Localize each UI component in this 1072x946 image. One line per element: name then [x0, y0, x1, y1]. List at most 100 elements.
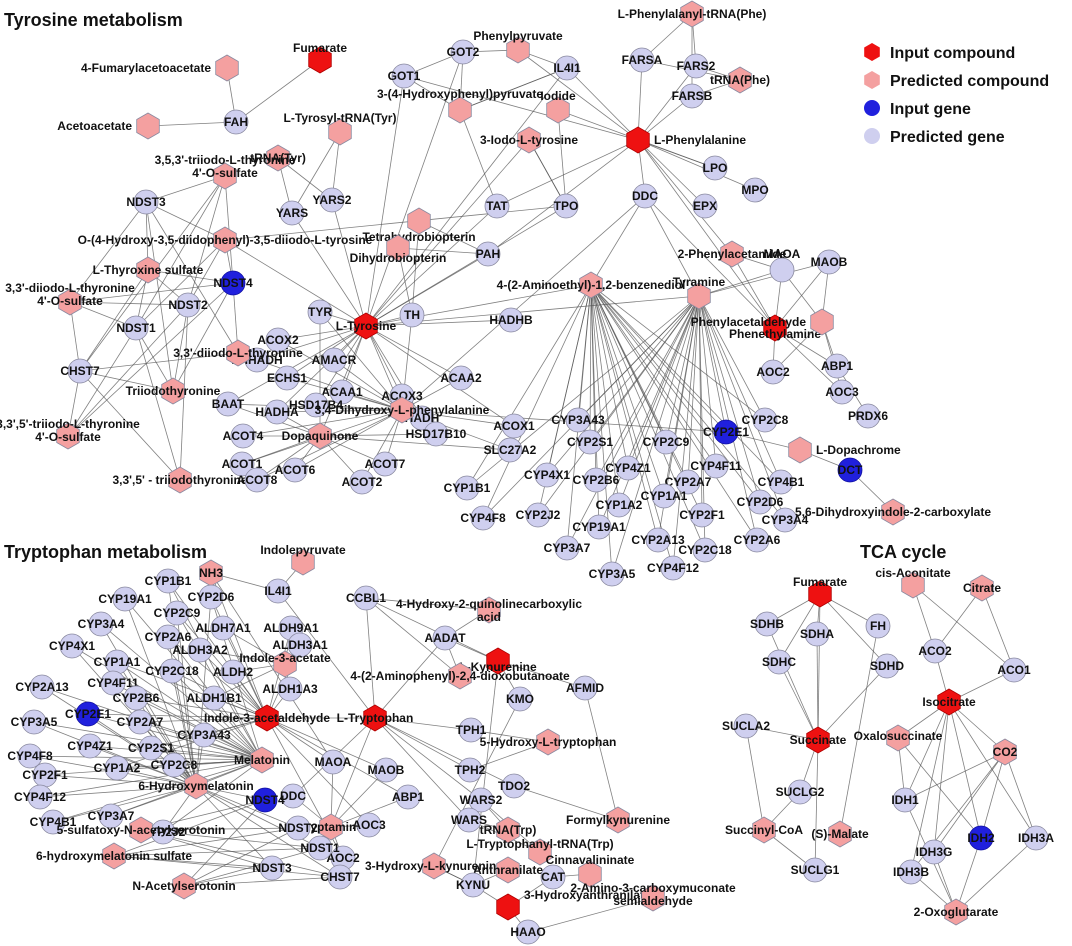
node-t-got2: GOT2 — [447, 39, 480, 65]
gene-node-shape — [98, 803, 124, 829]
node-label: SDHB — [750, 617, 784, 631]
gene-node-shape — [744, 527, 770, 553]
gene-node-shape — [599, 561, 625, 587]
edge-c_succinate-c_sdhb — [766, 623, 819, 741]
node-w-ndst3: NDST3 — [252, 855, 292, 881]
compound-node-shape — [407, 207, 431, 235]
gene-node-shape — [554, 535, 580, 561]
node-label: 3-(4-Hydroxyphenyl)pyruvate — [377, 87, 543, 101]
node-w-3hk: 3-Hydroxy-L-kynurenine — [365, 852, 503, 880]
edge-t_ndst4-t_lthyrsulf — [147, 269, 234, 284]
node-label: 4-Fumarylacetoacetate — [81, 61, 211, 75]
edge-w_ltrp-w_tph1 — [374, 717, 472, 731]
node-t-tat: TAT — [484, 193, 510, 219]
edge-t_tyramine-t_cyp2j2 — [537, 295, 700, 516]
edge-t_got2-t_ltyrosine — [365, 51, 464, 327]
node-label: CYP2C9 — [643, 435, 690, 449]
node-w-aldh1a3: ALDH1A3 — [262, 676, 318, 702]
gene-node-shape — [287, 632, 313, 658]
gene-node-shape — [703, 453, 729, 479]
edge-w_ltrp-w_tdo2 — [374, 717, 515, 787]
node-label: ACOT2 — [342, 475, 383, 489]
gene-node-shape — [399, 302, 425, 328]
edge-t_aebd-t_cyp4f8 — [482, 284, 592, 519]
edge-t_tyramine-t_cyp4f11 — [698, 295, 717, 467]
edge-w_cyp2s1-w_melatonin — [150, 747, 263, 761]
edge-t_pah-t_ltyrosine — [365, 253, 489, 327]
node-label: CYP1B1 — [444, 481, 491, 495]
node-label: Indole-3-acetaldehyde — [204, 711, 330, 725]
edge-w_cyp3a4-w_melatonin — [100, 623, 263, 761]
node-label: CYP3A5 — [589, 567, 636, 581]
node-w-cyp1a2: CYP1A2 — [94, 755, 141, 781]
node-c-succinate: Succinate — [790, 726, 847, 754]
compound-node-shape — [808, 580, 832, 608]
edge-w_haao-w_acms — [527, 897, 654, 933]
node-label: YARS2 — [313, 193, 352, 207]
node-label: Indolepyruvate — [260, 543, 346, 557]
node-label: YARS — [276, 206, 308, 220]
edge-c_oxalosuccinate-c_idh2 — [897, 737, 982, 839]
node-t-phenethylamine: Phenethylamine — [729, 314, 821, 342]
compound-node-shape — [129, 816, 153, 844]
edge-w_abp1-w_tryptamine — [330, 796, 409, 828]
edge-w_ltrp-w_tryptamine — [330, 717, 376, 828]
node-label: 3,3'-diiodo-L-thyronine — [173, 346, 303, 360]
gene-node-shape — [220, 659, 246, 685]
edge-t_phenethylamine-t_aoc3 — [774, 327, 843, 393]
node-label: CYP3A5 — [11, 715, 58, 729]
node-c-citrate: Citrate — [963, 574, 1001, 602]
node-label: L-Tryptophan — [337, 711, 414, 725]
node-w-tph2: TPH2 — [455, 757, 486, 783]
edge-w_cyp2c18-w_6hm — [171, 670, 197, 787]
edge-t_aebd-t_cyp2e1 — [590, 284, 727, 433]
gene-node-shape — [583, 467, 609, 493]
gene-node-shape — [865, 613, 891, 639]
edge-t_thb-t_th — [411, 220, 420, 316]
edge-w_ndst3-w_nas — [183, 867, 273, 887]
node-label: Tyramine — [673, 275, 726, 289]
gene-node-shape — [968, 825, 994, 851]
legend-item-predicted-compound: Predicted compound — [864, 71, 1049, 90]
gene-node-shape — [829, 379, 855, 405]
gene-node-shape — [534, 462, 560, 488]
compound-node-shape — [56, 422, 80, 450]
edge-t_hpp-t_il4i1 — [459, 67, 568, 111]
node-label: CYP2C9 — [154, 606, 201, 620]
edge-w_cyp2c9-w_melatonin — [176, 612, 263, 761]
node-label: ACOT1 — [222, 457, 263, 471]
node-label: CYP2A13 — [15, 680, 69, 694]
gene-node-shape — [17, 743, 43, 769]
node-t-cyp2c9: CYP2C9 — [643, 429, 690, 455]
node-w-6hms: 6-hydroxymelatonin sulfate — [36, 842, 192, 870]
node-label: TDO2 — [498, 779, 530, 793]
node-label: Iodide — [540, 89, 576, 103]
compound-node-shape — [720, 240, 744, 268]
node-label: ALDH2 — [213, 665, 253, 679]
compound-node-shape — [213, 226, 237, 254]
node-label: Tetrahydrobiopterin — [362, 230, 475, 244]
gene-node-shape — [210, 615, 236, 641]
gene-node-shape — [104, 755, 130, 781]
node-label: ACOX1 — [493, 419, 535, 433]
node-label: AADAT — [424, 631, 466, 645]
compound-node-shape — [308, 422, 332, 450]
node-label: CYP4F8 — [460, 511, 506, 525]
node-label: NDST4 — [245, 793, 285, 807]
edge-t_ndst2-t_triiodo — [172, 304, 189, 392]
edge-t_acot4-t_dopa — [242, 409, 403, 437]
compound-node-shape — [448, 662, 472, 690]
gene-node-shape — [353, 585, 379, 611]
edge-c_co2-c_idh3a — [1004, 751, 1037, 839]
node-w-abp1: ABP1 — [392, 784, 424, 810]
node-label: WARS2 — [460, 793, 503, 807]
node-t-phenylacetaldehyde: Phenylacetaldehyde — [691, 308, 834, 336]
gene-node-shape — [277, 676, 303, 702]
compound-node-shape — [641, 884, 665, 912]
compound-node-shape — [810, 308, 834, 336]
node-w-cyp4f8: CYP4F8 — [7, 743, 53, 769]
node-w-cyp1b1: CYP1B1 — [145, 568, 192, 594]
node-w-cyp2a6: CYP2A6 — [145, 624, 192, 650]
gene-node-shape — [282, 457, 308, 483]
